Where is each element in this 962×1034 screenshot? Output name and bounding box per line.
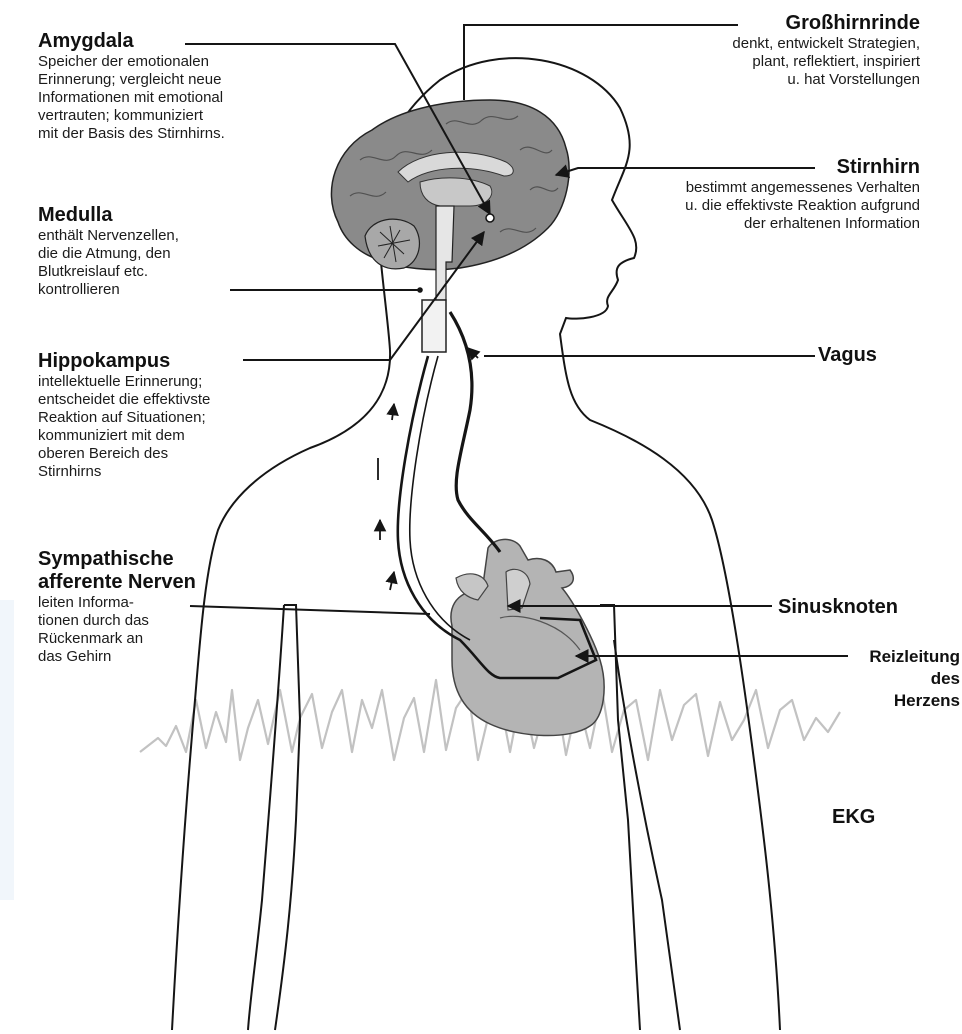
- grosshirnrinde-title: Großhirnrinde: [732, 12, 920, 35]
- amygdala-line: Erinnerung; vergleicht neue: [38, 71, 225, 89]
- amygdala-line: vertrauten; kommuniziert: [38, 107, 225, 125]
- amygdala-description: Speicher der emotionalen Erinnerung; ver…: [38, 53, 225, 143]
- hippokampus-line: intellektuelle Erinnerung;: [38, 373, 210, 391]
- hippokampus-line: kommuniziert mit dem: [38, 427, 210, 445]
- grosshirnrinde-line: u. hat Vorstellungen: [732, 71, 920, 89]
- stirnhirn-line: bestimmt angemessenes Verhalten: [685, 179, 920, 197]
- vagus-nerve: [450, 312, 500, 552]
- medulla-line: kontrollieren: [38, 281, 179, 299]
- amygdala-line: mit der Basis des Stirnhirns.: [38, 125, 225, 143]
- amygdala-label: Amygdala Speicher der emotionalen Erinne…: [38, 30, 225, 143]
- hippokampus-line: Stirnhirns: [38, 463, 210, 481]
- amygdala-title: Amygdala: [38, 30, 225, 53]
- medulla-line: enthält Nervenzellen,: [38, 227, 179, 245]
- heart: [451, 539, 604, 735]
- sympathische-leader: [190, 606, 430, 614]
- sympathische-label: Sympathische afferente Nerven leiten Inf…: [38, 548, 196, 666]
- hippokampus-line: oberen Bereich des: [38, 445, 210, 463]
- spinal-cord: [422, 300, 446, 352]
- hippokampus-line: Reaktion auf Situationen;: [38, 409, 210, 427]
- medulla-title: Medulla: [38, 204, 179, 227]
- stirnhirn-line: der erhaltenen Information: [685, 215, 920, 233]
- sympathische-title-line2: afferente Nerven: [38, 571, 196, 594]
- stirnhirn-label: Stirnhirn bestimmt angemessenes Verhalte…: [685, 156, 920, 233]
- sympathische-title-line1: Sympathische: [38, 548, 196, 571]
- grosshirnrinde-leader: [464, 25, 738, 100]
- medulla-description: enthält Nervenzellen, die die Atmung, de…: [38, 227, 179, 299]
- medulla-line: Blutkreislauf etc.: [38, 263, 179, 281]
- grosshirnrinde-description: denkt, entwickelt Strategien, plant, ref…: [732, 35, 920, 89]
- amygdala-line: Informationen mit emotional: [38, 89, 225, 107]
- sympathische-line: tionen durch das: [38, 612, 196, 630]
- reizleitung-line: des: [869, 668, 960, 690]
- grosshirnrinde-line: plant, reflektiert, inspiriert: [732, 53, 920, 71]
- brain: [331, 100, 569, 300]
- stirnhirn-line: u. die effektivste Reaktion aufgrund: [685, 197, 920, 215]
- sympathische-description: leiten Informa- tionen durch das Rückenm…: [38, 594, 196, 666]
- hippokampus-description: intellektuelle Erinnerung; entscheidet d…: [38, 373, 210, 481]
- reizleitung-line: Reizleitung: [869, 646, 960, 668]
- sympathische-line: Rückenmark an: [38, 630, 196, 648]
- ekg-title: EKG: [832, 806, 875, 829]
- hippokampus-title: Hippokampus: [38, 350, 210, 373]
- sinusknoten-title: Sinusknoten: [778, 596, 898, 619]
- reizleitung-label: Reizleitung des Herzens: [869, 646, 960, 712]
- medulla-label: Medulla enthält Nervenzellen, die die At…: [38, 204, 179, 299]
- grosshirnrinde-label: Großhirnrinde denkt, entwickelt Strategi…: [732, 12, 920, 89]
- amygdala-line: Speicher der emotionalen: [38, 53, 225, 71]
- vagus-title: Vagus: [818, 344, 877, 367]
- stirnhirn-title: Stirnhirn: [685, 156, 920, 179]
- stirnhirn-description: bestimmt angemessenes Verhalten u. die e…: [685, 179, 920, 233]
- sympathische-line: das Gehirn: [38, 648, 196, 666]
- grosshirnrinde-line: denkt, entwickelt Strategien,: [732, 35, 920, 53]
- hippokampus-line: entscheidet die effektivste: [38, 391, 210, 409]
- medulla-line: die die Atmung, den: [38, 245, 179, 263]
- hippokampus-label: Hippokampus intellektuelle Erinnerung; e…: [38, 350, 210, 481]
- sympathische-line: leiten Informa-: [38, 594, 196, 612]
- reizleitung-line: Herzens: [869, 690, 960, 712]
